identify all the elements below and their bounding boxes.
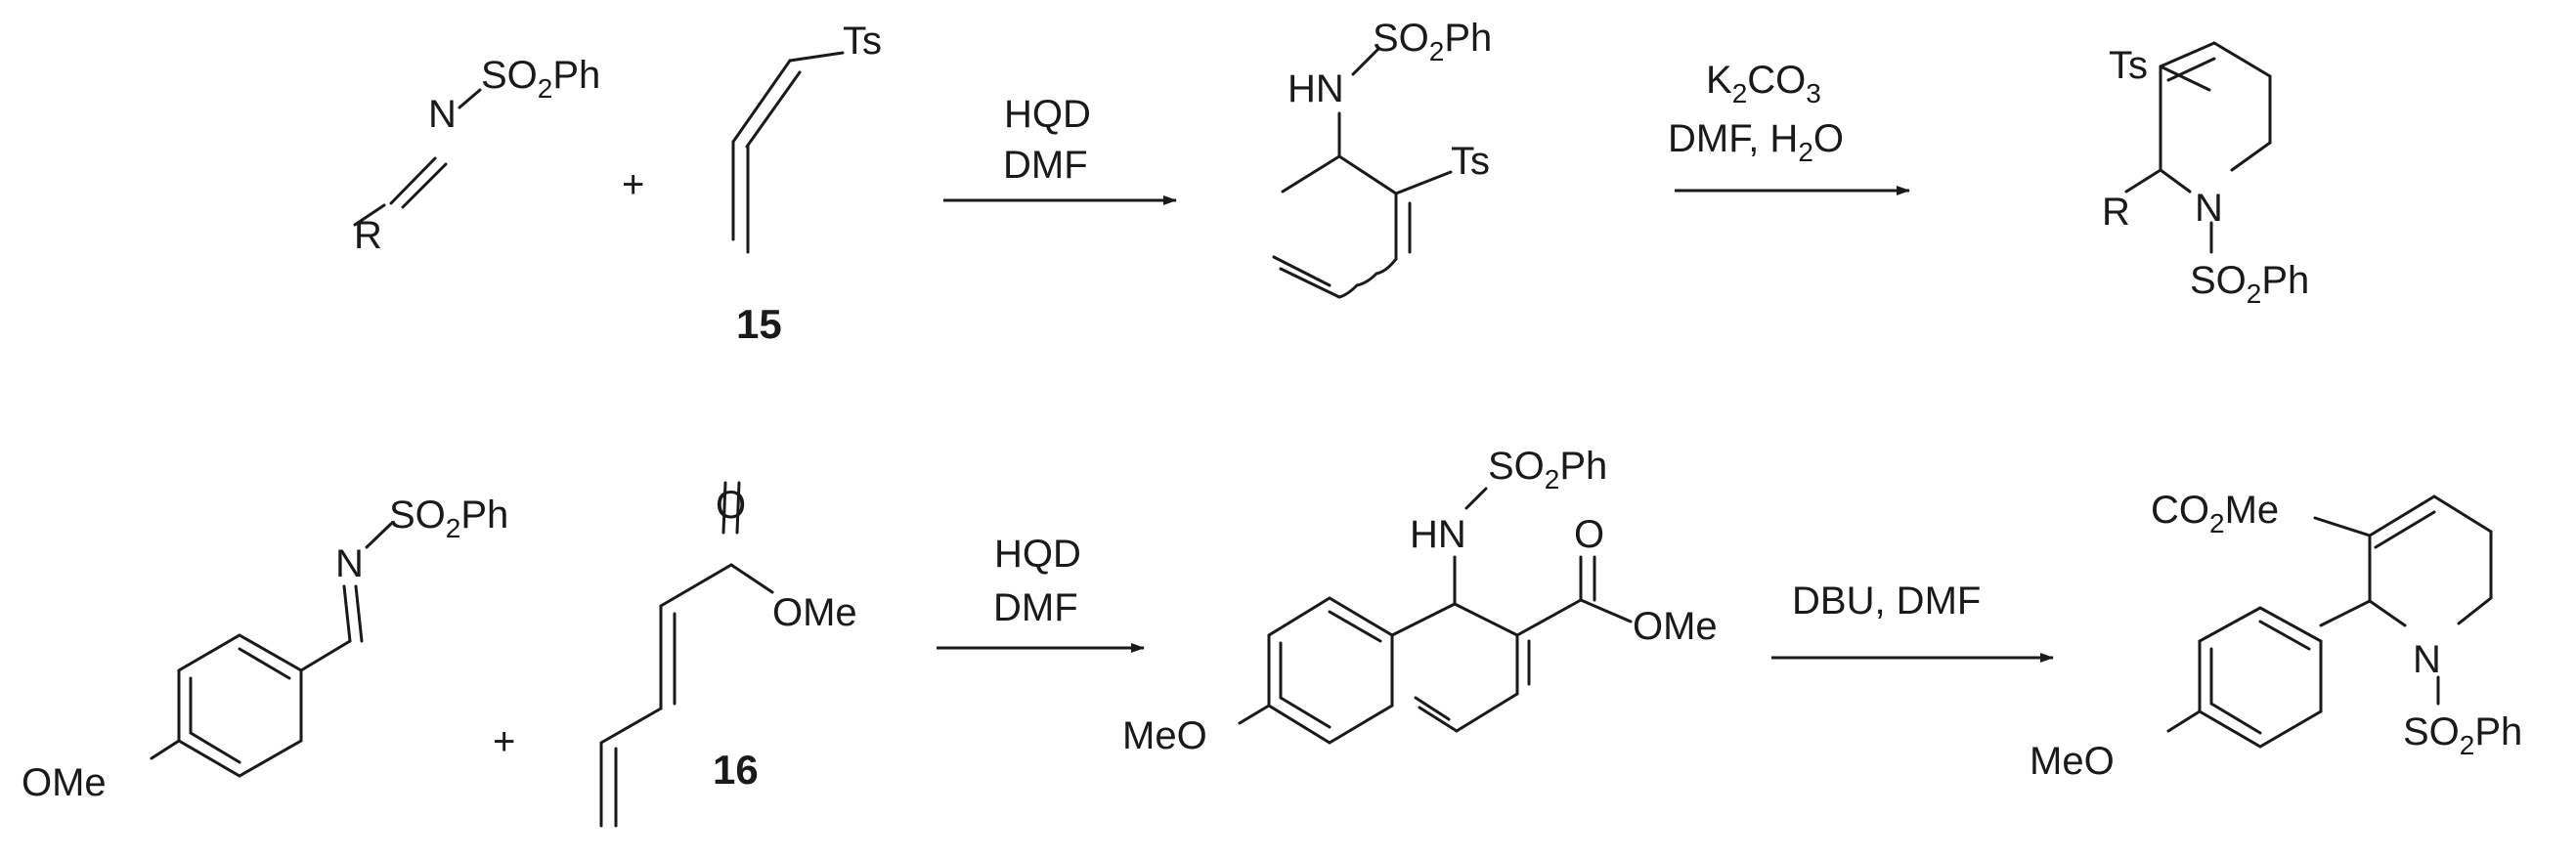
carbonyl-oxygen-label: O [716,484,746,527]
hn-label: HN [1288,67,1344,110]
scheme2-product: CO2Me N SO2Ph MeO [2030,489,2522,783]
sulfonyl-label: SO2Ph [389,494,508,543]
imine-nitrogen-label: N [335,542,364,585]
ester-label: CO2Me [2151,489,2279,538]
scheme2-arrow2: DBU, DMF [1771,580,2054,663]
reagent-k2co3: K2CO3 [1706,59,1821,108]
tosyl-label: Ts [2109,44,2148,87]
sulfonyl-label: SO2Ph [1373,17,1492,66]
solvent-dmf-water: DMF, H2O [1668,117,1844,167]
scheme2-reactant-imine: N SO2Ph OMe [22,494,508,804]
reagent-hqd: HQD [1004,93,1091,136]
scheme2-arrow1: HQD DMF [937,533,1145,653]
sulfonyl-label: SO2Ph [2403,710,2522,760]
hn-label: HN [1410,513,1466,556]
reagent-hqd: HQD [994,533,1081,576]
solvent-dmf: DMF [993,586,1078,629]
methoxy-aryl-label: MeO [1122,714,1207,757]
carbonyl-oxygen-label: O [1574,513,1604,556]
scheme1-reactant-diene: Ts 15 [731,20,882,347]
sulfonyl-label: SO2Ph [481,54,600,104]
imine-nitrogen-label: N [428,93,457,136]
scheme1-reactant-imine: N SO2Ph R [353,54,600,257]
methoxy-label: OMe [22,761,107,804]
scheme1-arrow2: K2CO3 DMF, H2O [1668,59,1910,195]
compound-number-15: 15 [736,301,782,347]
methoxy-label: OMe [1633,605,1718,648]
compound-number-16: 16 [713,747,759,793]
sulfonyl-label: SO2Ph [1488,445,1607,494]
r-group-label: R [354,214,382,257]
plus-sign: + [622,163,644,206]
ring-nitrogen-label: N [2413,638,2441,681]
reagent-dbu-dmf: DBU, DMF [1792,580,1981,623]
methoxy-label: OMe [772,591,857,634]
scheme2-intermediate: HN SO2Ph O OMe MeO [1122,445,1718,757]
solvent-dmf: DMF [1003,144,1088,187]
r-group-label: R [2102,191,2130,234]
scheme1-product: Ts R N SO2Ph [2102,41,2309,309]
tosyl-label: Ts [1451,140,1490,183]
scheme1-arrow1: HQD DMF [943,93,1177,205]
methoxy-aryl-label: MeO [2030,740,2115,783]
ring-nitrogen-label: N [2195,187,2223,230]
plus-sign: + [493,720,515,763]
tosyl-label: Ts [843,20,882,63]
scheme2-reactant-diene: O OMe 16 [599,481,857,828]
sulfonyl-label: SO2Ph [2190,259,2309,309]
scheme1-intermediate: HN SO2Ph Ts [1272,17,1492,299]
